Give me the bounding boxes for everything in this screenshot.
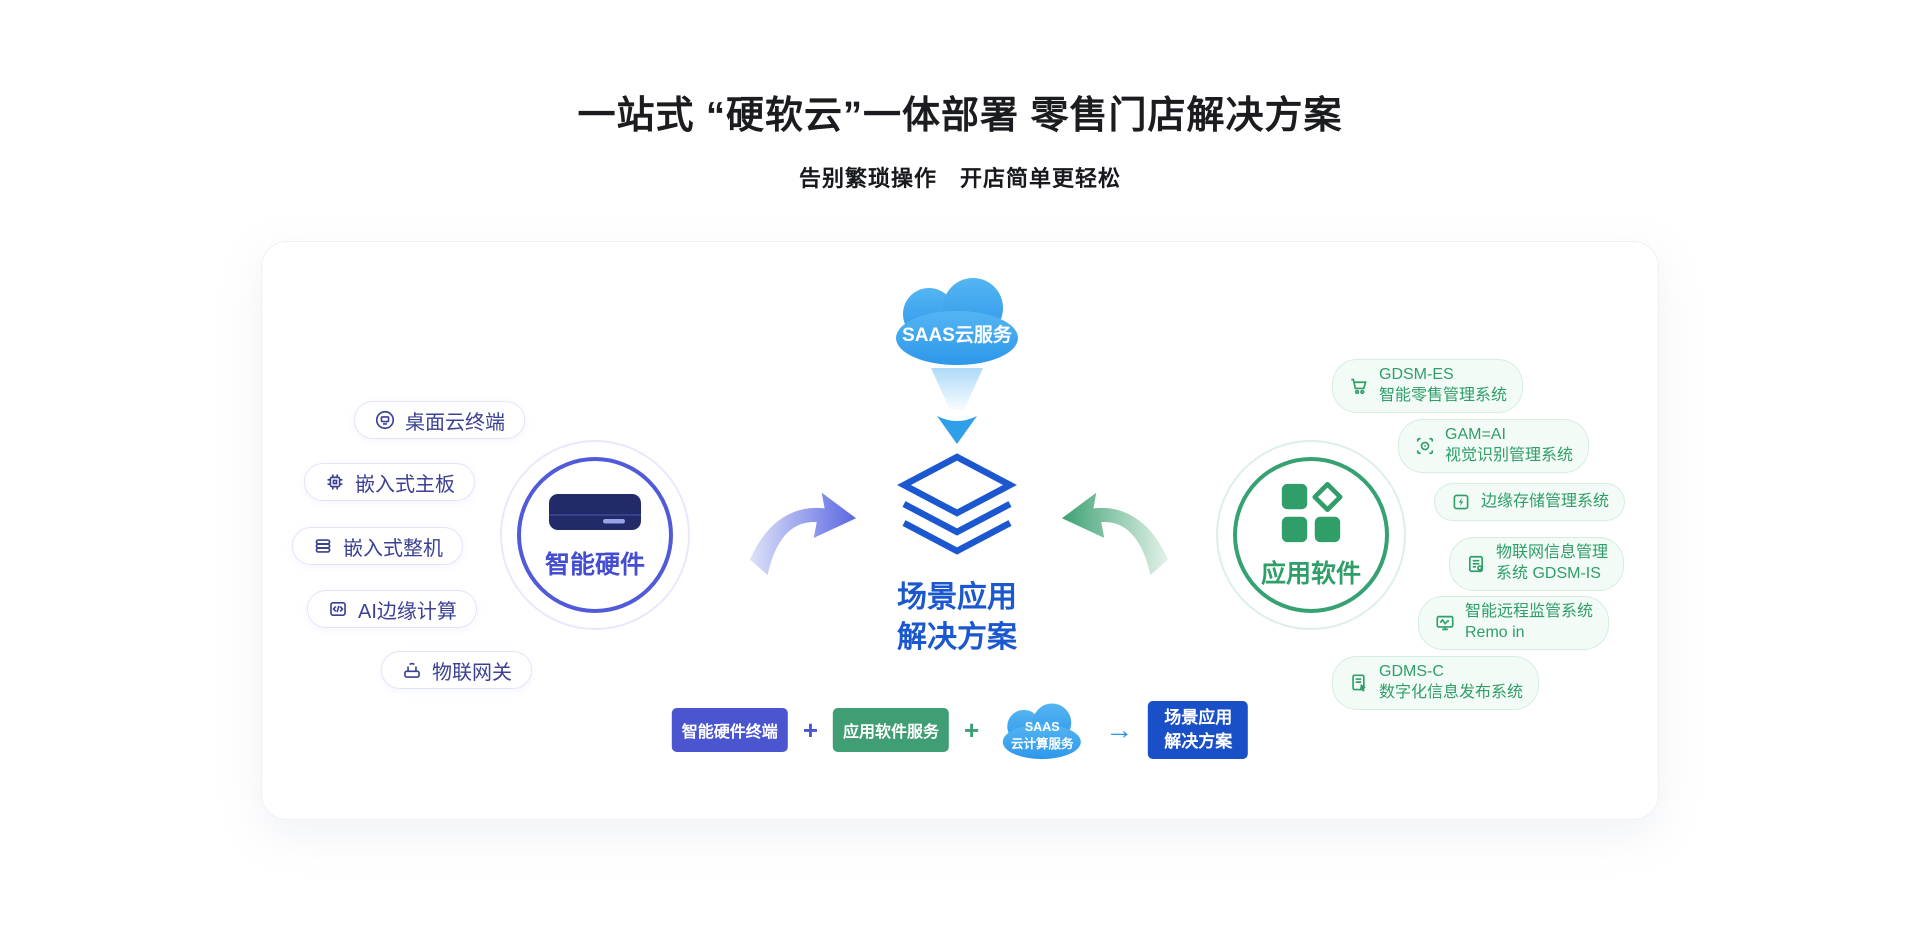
desktop-cloud-icon	[375, 410, 395, 430]
pill-line1: 物联网信息管理	[1496, 544, 1609, 561]
software-circle: 应用软件	[1233, 457, 1389, 613]
software-pill-gam-ai: GAM=AI 视觉识别管理系统	[1398, 419, 1590, 473]
edge-storage-icon	[1453, 494, 1469, 510]
arrow-right: →	[1105, 714, 1134, 745]
formula-result-chip: 场景应用 解决方案	[1148, 701, 1249, 759]
center-title-line2: 解决方案	[897, 620, 1017, 654]
formula-cloud-line2: 云计算服务	[1010, 737, 1074, 751]
ai-edge-icon	[330, 602, 346, 616]
apps-grid-icon	[1281, 481, 1343, 542]
software-pill-remote-monitor: 智能远程监管系统 Remo in	[1418, 596, 1610, 650]
hardware-pill-ai-edge: AI边缘计算	[307, 590, 477, 628]
pill-label: 嵌入式主板	[355, 473, 455, 496]
cart-icon	[1351, 378, 1367, 394]
chip-icon	[327, 474, 343, 490]
plus-sign: +	[964, 715, 980, 745]
formula-hardware-chip: 智能硬件终端	[671, 708, 788, 752]
software-pill-edge-storage: 边缘存储管理系统	[1434, 483, 1626, 521]
software-pill-gdms-c: GDMS-C 数字化信息发布系统	[1332, 656, 1540, 710]
solution-card: SAAS云服务 场景应用 解决方案	[261, 241, 1659, 820]
software-pill-gdsm-is: 物联网信息管理 系统 GDSM-IS	[1449, 537, 1625, 591]
cloud-icon	[896, 278, 1018, 365]
hardware-device-icon	[549, 494, 641, 530]
hardware-pill-embedded-board: 嵌入式主板	[304, 463, 475, 501]
hardware-circle: 智能硬件	[517, 457, 673, 613]
hardware-pill-iot-gateway: 物联网关	[381, 651, 532, 689]
pill-line2: 系统 GDSM-IS	[1496, 564, 1601, 582]
plus-sign: +	[802, 715, 818, 745]
cloud-icon	[1003, 703, 1082, 760]
pill-line2: 数字化信息发布系统	[1379, 683, 1524, 701]
pill-line2: Remo in	[1465, 623, 1525, 641]
down-arrow	[931, 368, 983, 444]
pill-label: 嵌入式整机	[343, 537, 443, 560]
pill-label: 物联网关	[432, 661, 512, 684]
arrow-hardware-to-center	[749, 492, 857, 576]
saas-cloud-label: SAAS云服务	[902, 325, 1012, 346]
hardware-pill-embedded-machine: 嵌入式整机	[292, 527, 463, 565]
saas-cloud: SAAS云服务	[882, 272, 1032, 367]
iot-gateway-icon	[404, 662, 420, 678]
software-circle-label: 应用软件	[1260, 559, 1361, 588]
page-title: 一站式 “硬软云”一体部署 零售门店解决方案	[577, 95, 1343, 137]
pill-line1: GDSM-ES	[1379, 366, 1454, 383]
pill-line1: 智能远程监管系统	[1465, 603, 1594, 620]
pill-label: 桌面云终端	[405, 411, 505, 434]
formula-cloud-line1: SAAS	[1024, 720, 1060, 735]
pill-line2: 智能零售管理系统	[1379, 386, 1508, 404]
result-line1: 场景应用	[1164, 708, 1233, 728]
iot-info-icon	[1469, 555, 1483, 572]
pill-label: AI边缘计算	[358, 600, 457, 623]
hardware-outer-ring	[500, 440, 690, 630]
formula-software-chip: 应用软件服务	[833, 708, 950, 752]
center-title: 场景应用 解决方案	[807, 578, 1107, 657]
pill-line2: 视觉识别管理系统	[1445, 446, 1574, 464]
vision-scan-icon	[1416, 437, 1434, 454]
publish-icon	[1352, 674, 1366, 692]
result-line2: 解决方案	[1164, 732, 1233, 751]
software-pill-gdsm-es: GDSM-ES 智能零售管理系统	[1332, 359, 1524, 413]
software-outer-ring	[1216, 440, 1406, 630]
hardware-circle-label: 智能硬件	[544, 551, 645, 579]
page-subtitle: 告别繁琐操作 开店简单更轻松	[798, 166, 1121, 191]
embedded-machine-icon	[315, 539, 331, 553]
center-title-line1: 场景应用	[897, 581, 1017, 614]
layers-stack-icon	[897, 453, 1017, 555]
formula-saas-cloud: SAAS 云计算服务	[994, 699, 1090, 761]
formula-row: 智能硬件终端 + 应用软件服务 +	[671, 694, 1249, 766]
hardware-pill-desktop-cloud: 桌面云终端	[354, 401, 525, 439]
pill-line1: GDMS-C	[1379, 663, 1444, 680]
pill-line1: 边缘存储管理系统	[1481, 492, 1610, 510]
pill-line1: GAM=AI	[1445, 426, 1506, 443]
remote-monitor-icon	[1436, 615, 1454, 631]
arrow-software-to-center	[1061, 492, 1169, 576]
